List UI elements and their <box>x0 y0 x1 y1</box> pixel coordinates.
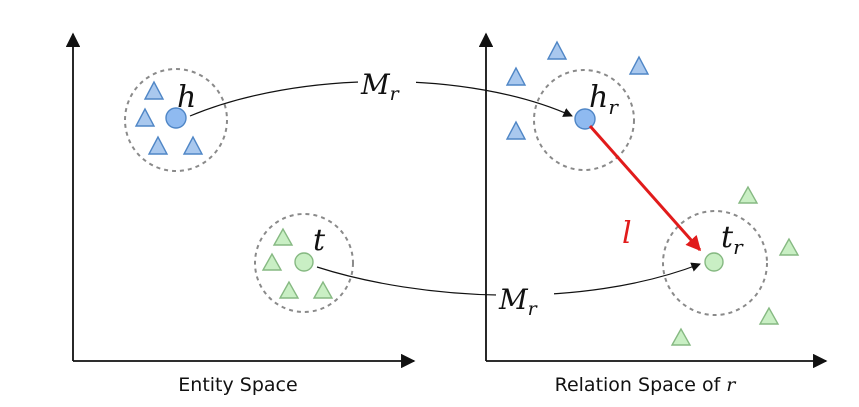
svg-text:Mr: Mr <box>360 68 401 105</box>
blue-triangle-icon <box>147 135 169 155</box>
blue-triangle-icon <box>182 135 204 155</box>
entity-head-label: h <box>177 80 196 115</box>
blue-triangle-icon <box>628 55 650 75</box>
relation-space-blue-triangles <box>505 40 650 140</box>
head-projection-label: Mr <box>358 66 416 105</box>
entity-head-dashed-circle <box>124 68 228 172</box>
entity-tail-label: t <box>313 223 326 258</box>
relation-vector: l <box>588 125 702 252</box>
green-triangle-icon <box>778 237 800 256</box>
green-triangle-icon <box>758 306 780 325</box>
relation-space-axes <box>478 32 828 369</box>
svg-text:Mr: Mr <box>498 283 539 320</box>
relation-tail-label: tr <box>721 220 744 259</box>
relation-tail-cluster: tr <box>662 210 768 316</box>
relation-head-point <box>574 108 596 130</box>
relation-vector-label: l <box>622 216 632 251</box>
green-triangle-icon <box>272 227 294 246</box>
blue-triangle-icon <box>546 40 568 60</box>
relation-vector-arrow <box>588 125 702 252</box>
blue-triangle-icon <box>505 120 527 140</box>
green-triangle-icon <box>312 280 334 299</box>
entity-tail-cluster: t <box>254 213 354 313</box>
matrix-base: M <box>498 283 529 316</box>
entity-space-axes <box>65 32 416 369</box>
green-triangle-icon <box>670 327 692 346</box>
green-triangle-icon <box>261 252 283 271</box>
green-triangle-icon <box>737 185 759 204</box>
relation-tail-point <box>704 252 724 272</box>
relation-space-green-triangles <box>670 185 800 346</box>
tail-projection-label: Mr <box>496 282 554 320</box>
entity-space-caption: Entity Space <box>178 374 297 396</box>
entity-head-cluster: h <box>124 68 228 172</box>
entity-tail-point <box>294 252 314 272</box>
matrix-base: M <box>360 68 391 101</box>
entity-head-point <box>165 107 187 129</box>
relation-head-cluster: hr <box>533 69 635 171</box>
blue-triangle-icon <box>143 80 165 100</box>
matrix-sub: r <box>390 83 401 105</box>
relation-head-label: hr <box>589 80 619 119</box>
relation-tail-dashed-circle <box>662 210 768 316</box>
relation-head-dashed-circle <box>533 69 635 171</box>
blue-triangle-icon <box>134 107 156 127</box>
entity-head-neighbor-triangles <box>134 80 204 155</box>
green-triangle-icon <box>278 280 300 299</box>
relation-space-caption: Relation Space of r <box>555 374 738 396</box>
matrix-sub: r <box>528 298 539 320</box>
blue-triangle-icon <box>505 66 527 86</box>
entity-tail-dashed-circle <box>254 213 354 313</box>
entity-tail-neighbor-triangles <box>261 227 334 299</box>
